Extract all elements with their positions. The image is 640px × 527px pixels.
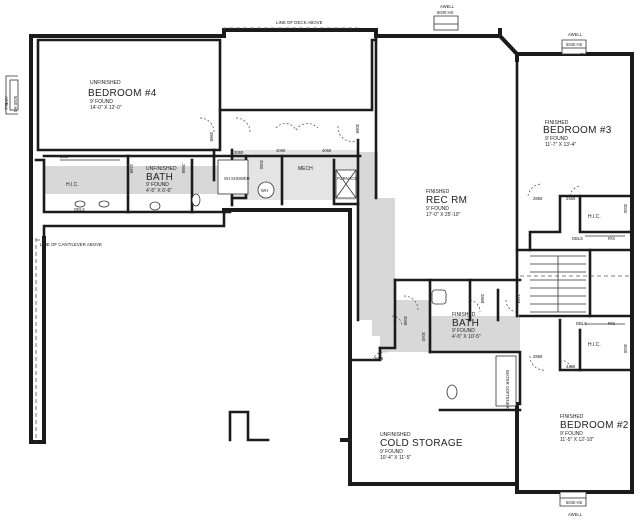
door-3068-closet: 3068 xyxy=(403,316,408,326)
awell-bedroom4-window: 5040 HS xyxy=(13,96,18,113)
cold-storage-name: COLD STORAGE xyxy=(380,438,463,449)
bath-finished-status: FINISHED xyxy=(452,312,476,318)
line-of-deck-above-label: LINE OF DECK ABOVE xyxy=(276,20,323,25)
door-3068-cold: 3068 xyxy=(374,356,384,361)
bedroom4-ceiling: 9' FOUND xyxy=(90,99,113,105)
door-swings xyxy=(199,117,581,373)
door-3060-shower: 3060 xyxy=(234,150,244,155)
rec-rm-size: 17'-0" X 25'-10" xyxy=(426,212,461,218)
bath-finished-name: BATH xyxy=(452,318,479,329)
awell-bedroom3-label: AWELL xyxy=(568,32,583,37)
water-heater-label: WH xyxy=(261,188,268,193)
rs-bedroom2-label: R/S xyxy=(608,321,615,326)
rec-rm-name: REC RM xyxy=(426,195,467,206)
bath-unfinished-size: 4'-5" X 6'-6" xyxy=(146,188,172,194)
furnace-label: FURNACE xyxy=(337,176,357,181)
cold-storage-status: UNFINISHED xyxy=(380,432,411,438)
bedroom3-size: 11'-7" X 13'-4" xyxy=(545,142,576,148)
bedroom4-size: 14'-0" X 12'-0" xyxy=(90,105,122,111)
mech-label: MECH xyxy=(298,166,313,172)
awell-top-window: 5040 HS xyxy=(437,10,454,15)
door-2868-bath: 2868 xyxy=(480,294,485,304)
bath-unfinished-ceiling: 9' FOUND xyxy=(146,182,169,188)
hic-hall-label: H.I.C. xyxy=(66,182,79,188)
line-of-cantilever-above-label: LINE OF CANTILEVER ABOVE xyxy=(40,242,102,247)
cold-storage-size: 10'-4" X 11'-5" xyxy=(380,455,411,461)
door-3040-bedroom3: 3040 xyxy=(623,204,628,214)
bedroom2-size: 11'-5" X 12'-10" xyxy=(560,437,594,443)
rs-bedroom3-label: R/S xyxy=(608,236,615,241)
rec-rm-status: FINISHED xyxy=(426,189,450,195)
exterior-walls xyxy=(29,28,634,494)
interior-walls xyxy=(34,34,634,442)
door-3040-closet: 3040 xyxy=(421,332,426,342)
door-3068-mech: 3068 xyxy=(355,124,360,134)
door-2868-hall: 2868 xyxy=(181,164,186,174)
door-2868-bedroom3: 2868 xyxy=(533,196,543,201)
shower-label: SH SHOWER xyxy=(224,176,250,181)
awell-top-label: AWELL xyxy=(440,4,455,9)
door-3040-bedroom2: 3040 xyxy=(623,344,628,354)
rec-rm-ceiling: 9' FOUND xyxy=(426,206,449,212)
hic-bedroom3-label: H.I.C. xyxy=(588,214,601,220)
dbls-bedroom3-label: DBLS xyxy=(572,236,583,241)
annotations: LINE OF DECK ABOVE LINE OF CANTILEVER AB… xyxy=(4,4,629,517)
door-2468-stair: 2468 xyxy=(516,294,521,304)
stairs xyxy=(530,255,586,313)
cold-storage-ceiling: 9' FOUND xyxy=(380,449,403,455)
bath-finished-size: 4'-5" X 10'-5" xyxy=(452,334,481,340)
dashed-lines xyxy=(35,27,632,442)
bedroom3-name: BEDROOM #3 xyxy=(543,125,612,136)
awell-bedroom3-window: 5040 HS xyxy=(566,42,583,47)
awell-bedroom2-label: AWELL xyxy=(568,512,583,517)
bedroom3-status: FINISHED xyxy=(545,120,569,126)
hic-bedroom2-label: H.I.C. xyxy=(588,342,601,348)
awell-bedroom2-window: 5040 HS xyxy=(566,500,583,505)
door-2468-hic2: 2468 xyxy=(566,364,576,369)
door-4068-a: 4068 xyxy=(276,148,286,153)
bedroom4-status: UNFINISHED xyxy=(90,80,121,86)
door-2468-hic3: 2468 xyxy=(566,196,576,201)
bedroom3-ceiling: 9' FOUND xyxy=(545,136,568,142)
fixtures xyxy=(5,15,625,507)
door-4068-b: 4068 xyxy=(322,148,332,153)
bath-unfinished-name: BATH xyxy=(146,172,173,183)
door-2868-bedroom2: 2868 xyxy=(533,354,543,359)
door-2468-bath: 2468 xyxy=(129,164,134,174)
water-softener-label: WATER SOFTENER xyxy=(505,370,510,409)
awell-bedroom4-label: AWELL xyxy=(4,96,9,111)
dbls-bedroom2-label: DBLS xyxy=(576,321,587,326)
bedroom4-name: BEDROOM #4 xyxy=(88,88,157,99)
door-2868-bedroom4: 2868 xyxy=(209,132,214,142)
bedroom2-status: FINISHED xyxy=(560,414,584,420)
bedroom2-name: BEDROOM #2 xyxy=(560,420,629,431)
bedroom2-ceiling: 9' FOUND xyxy=(560,431,583,437)
dbl-hall-label: DBL xyxy=(60,154,69,159)
sh-bedroom3-label: SH xyxy=(580,52,586,57)
bath-finished-ceiling: 9' FOUND xyxy=(452,328,475,334)
door-2060-mech: 2060 xyxy=(259,160,264,170)
dbls-hall-label: DBLS xyxy=(74,207,85,212)
bath-unfinished-status: UNFINISHED xyxy=(146,166,177,172)
